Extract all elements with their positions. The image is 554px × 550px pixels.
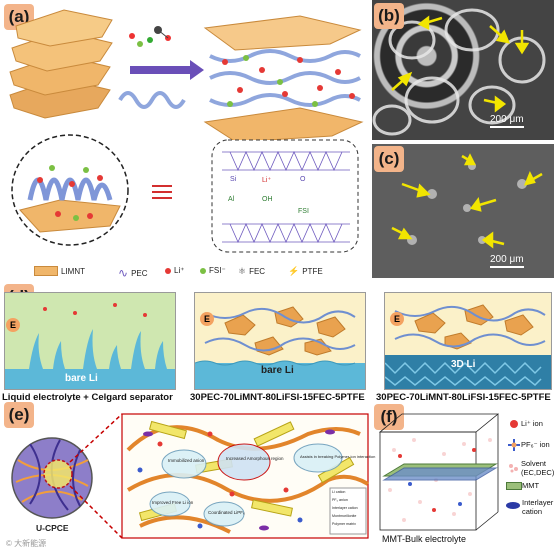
li-ion-icon <box>510 420 518 428</box>
fec-molecule <box>147 26 171 43</box>
legend-limnt: LIMNT <box>34 266 85 276</box>
panel-a-illustration <box>9 9 364 253</box>
f-legend-li: Li⁺ ion <box>521 419 543 428</box>
d-right-layers <box>385 304 551 389</box>
legend-pec: ∿ PEC <box>118 266 148 280</box>
pec-swatch: ∿ <box>118 266 129 280</box>
arrow-right <box>130 60 204 80</box>
intercalated-stack <box>203 15 364 143</box>
panel-label-c: (c) <box>374 146 404 172</box>
limnt-stack-left <box>9 9 113 119</box>
legend-li: Li⁺ <box>165 266 184 275</box>
f-legend-pf6: PF₆⁻ ion <box>521 440 550 449</box>
interlayer-cation-icon <box>506 502 520 509</box>
fec-molecule-icon: ⚛ <box>238 266 247 276</box>
solvent-icon <box>508 460 520 473</box>
f-legend-cation: cation <box>522 507 543 516</box>
mmt-icon <box>506 482 522 490</box>
d-middle-layers <box>195 306 365 389</box>
f-legend-solvent: Solvent <box>521 459 547 468</box>
struct-label-oh: OH <box>262 196 273 203</box>
e-tag-assists: Assists in breaking Polymer-ion interact… <box>300 454 376 459</box>
d-left-dendrites <box>5 303 175 389</box>
pf6-ion-icon <box>508 438 520 451</box>
limnt-swatch <box>34 266 58 276</box>
e-field-icon-left: E <box>6 318 20 332</box>
e-key-pf6: PF₆ anion <box>332 498 348 502</box>
struct-label-al: Al <box>228 196 235 203</box>
e-tag-free-li: Improved Free Li ion <box>152 500 194 505</box>
watermark: © 大新能源 <box>6 539 47 548</box>
e-key-mmt: Montmorillonite <box>332 514 357 518</box>
e-tag-immobilized: Immobilized anion <box>168 458 205 463</box>
d-mid-li-label: bare Li <box>261 365 294 376</box>
panel-label-e: (e) <box>4 402 34 428</box>
d-panel-right: 3D Li <box>384 292 552 390</box>
e-tag-amorphous: Increased Amorphous region <box>226 456 284 461</box>
f-legend-interlayer: Interlayer <box>522 498 554 507</box>
d-left-li-label: bare Li <box>65 373 98 384</box>
struct-label-fsi: FSI <box>298 208 309 215</box>
d-caption-middle: 30PEC-70LiMNT-80LiFSI-15FEC-5PTFE <box>190 392 365 403</box>
mmt-slab <box>382 463 498 481</box>
legend-ptfe: ⚡ PTFE <box>288 266 323 276</box>
f-legend-mmt: MMT <box>522 481 540 490</box>
e-key-interlayer: Interlayer cation <box>332 506 358 510</box>
d-panel-middle: bare Li <box>194 292 366 390</box>
struct-label-o: O <box>300 176 306 183</box>
d-caption-left: Liquid electrolyte + Celgard separator <box>2 392 173 403</box>
sem-b-overlay <box>372 8 546 136</box>
panel-label-b: (b) <box>374 3 404 29</box>
d-panel-left: bare Li <box>4 292 176 390</box>
panel-f-box <box>378 413 500 531</box>
struct-label-li: Li⁺ <box>262 177 272 184</box>
panel-e-illustration <box>11 413 370 539</box>
f-legend-solvent-2: (EC,DEC) <box>521 468 554 477</box>
d-right-li-label: 3D Li <box>451 359 476 370</box>
sem-c-overlay <box>391 153 543 249</box>
equals-sign <box>152 185 172 199</box>
u-cpce-label: U-CPCE <box>36 523 69 533</box>
li-dot-icon <box>165 267 171 274</box>
ptfe-icon: ⚡ <box>288 266 300 276</box>
f-caption: MMT-Bulk electrolyte <box>382 534 467 544</box>
e-key-polymer: Polymer matrix <box>332 522 356 526</box>
legend-fsi: FSI⁻ <box>200 266 226 275</box>
struct-label-si: Si <box>230 176 237 183</box>
scalebar-c: 200 μm <box>490 254 524 268</box>
d-caption-right: 30PEC-70LiMNT-80LiFSI-15FEC-5PTFE <box>376 392 551 403</box>
e-tag-coordinated: Coordinated LiPF₆ <box>208 510 245 515</box>
fsi-dot-icon <box>200 267 206 274</box>
e-field-icon-middle: E <box>200 312 214 326</box>
e-field-icon-right: E <box>390 312 404 326</box>
scalebar-b: 200 μm <box>490 114 524 128</box>
legend-fec: ⚛ FEC <box>238 266 266 276</box>
e-key-li: Li cation <box>332 490 346 494</box>
pec-chain <box>118 91 186 109</box>
